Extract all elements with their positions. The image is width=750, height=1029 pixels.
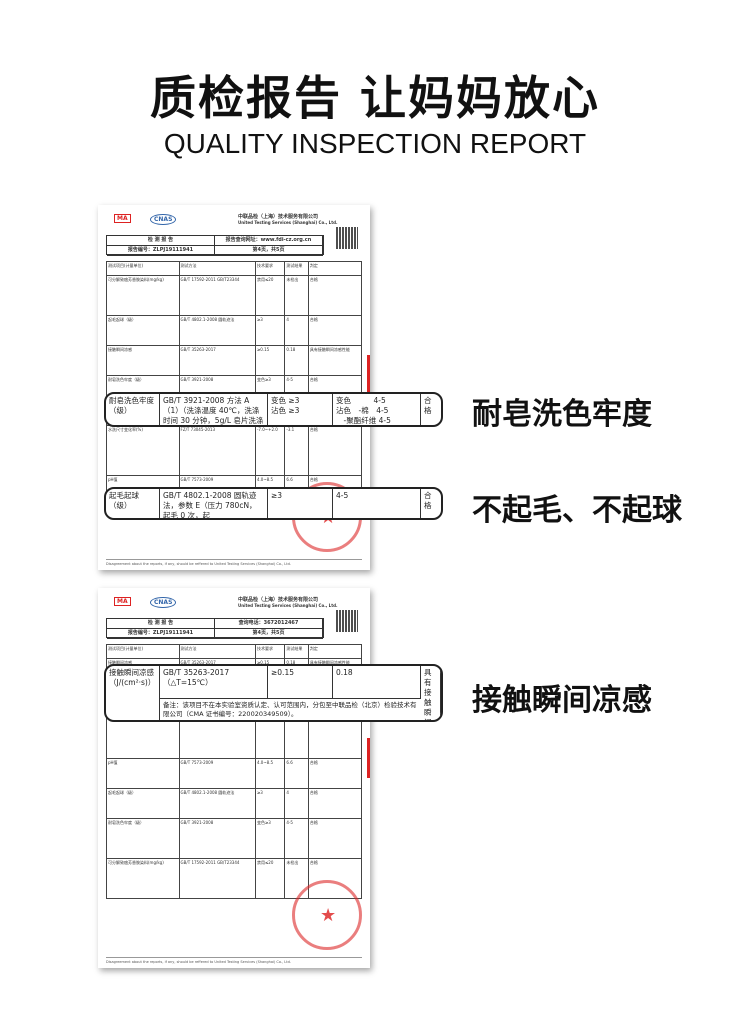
phone: 查询电话：3672012467 [215,619,323,629]
report-no: 报告编号：ZLPJ19111941 [107,246,215,256]
requirement: ≥0.15 [268,666,333,698]
table-cell: United Testing Services (Shanghai) Co., … [238,220,338,225]
table-cell: 合格 [307,425,363,476]
item: 起毛起球（级） [106,489,160,518]
table-cell: 测试结果 [284,261,309,276]
table-cell: 合格 [307,818,363,859]
ma-logo: MA [114,597,131,606]
verdict: 合格 [424,396,432,415]
report-footer: Disagreement about the reports, if any, … [106,559,362,566]
method: GB/T 4802.1-2008 圆轨迹法，参数 E（压力 780cN，起毛 0… [160,489,268,518]
table-cell: 4 [284,315,309,346]
table-cell: 合格 [307,315,363,346]
table-cell: FZ/T 73045-2013 [178,425,256,476]
table-cell: 可分解致癌芳香胺染料(mg/kg) [106,858,180,899]
table-cell: GB/T 3921-2008 [178,818,256,859]
callout-cool-touch: 接触瞬间凉感（J/(cm²·s)） GB/T 35263-2017（△T=15℃… [104,664,443,722]
result: 4-5 [333,489,421,518]
table-cell: 未检出 [284,275,309,316]
table-cell: 耐皂洗色牢度（级） [106,818,180,859]
note: 备注：该项目不在本实验室资质认定、认可范围内，分包至中联品检（北京）检验技术有限… [160,698,421,720]
label-pilling: 不起毛、不起球 [472,493,682,528]
cnas-logo: CNAS [150,597,177,608]
table-cell: GB/T 17592-2011 GB/T23344 [178,858,256,899]
table-cell: 中联品检（上海）技术服务有限公司 [238,597,319,603]
item: 耐皂洗色牢度（级） [106,394,160,425]
table-cell: 测试项目(计量单位) [106,261,180,276]
doc-title: 检 测 报 告 [107,236,215,246]
requirement: ≥3 [268,489,333,518]
table-cell: pH值 [106,758,180,789]
page-no: 第4页，共5页 [215,246,323,256]
table-cell: GB/T 4802.1-2008 圆轨迹法 [178,788,256,819]
table-cell: 测试项目(计量单位) [106,644,180,659]
table-cell: 4.0~8.5 [254,758,286,789]
verdict: 合格 [424,491,432,510]
table-cell: 技术要求 [254,261,286,276]
table-cell: United Testing Services (Shanghai) Co., … [238,603,338,608]
result: 0.18 [333,666,421,698]
table-cell: GB/T 7573-2009 [178,758,256,789]
table-cell: 技术要求 [254,644,286,659]
cnas-logo: CNAS [150,214,177,225]
table-cell: -3.1 [284,425,309,476]
table-cell: 起毛起球（级） [106,788,180,819]
table-cell: 具有接触瞬间凉感性能 [307,345,363,376]
website: 报告查询网址：www.fdi-cz.org.cn [215,236,323,246]
table-cell: 判定 [307,644,363,659]
qr-code-icon [336,227,358,249]
table-cell: 测试方法 [178,644,256,659]
verdict: 具有接触瞬间凉感性能 [421,666,441,720]
table-cell: ≥3 [254,788,286,819]
table-cell: 水洗尺寸变化率(%) [106,425,180,476]
red-seal-stamp [292,880,362,950]
table-cell: 禁用≤20 [254,858,286,899]
report-no: 报告编号：ZLPJ19111941 [107,629,215,639]
method: GB/T 3921-2008 方法 A（1）（洗涤温度 40℃，洗涤时间 30 … [160,394,268,425]
table-cell: 起毛起球（级） [106,315,180,346]
table-cell: 变色≥3 [254,818,286,859]
report-footer: Disagreement about the reports, if any, … [106,957,362,964]
qr-code-icon [336,610,358,632]
table-cell: 4 [284,788,309,819]
table-cell: 可分解致癌芳香胺染料(mg/kg) [106,275,180,316]
table-cell: 测试结果 [284,644,309,659]
page-title: 质检报告 让妈妈放心 [149,71,600,125]
table-cell: GB/T 35263-2017 [178,345,256,376]
result: 变色 4-5 沾色 -棉 4-5 -聚酯纤维 4-5 [333,394,421,425]
table-cell: 4-5 [284,818,309,859]
table-cell: -7.0~+2.0 [254,425,286,476]
red-tab [367,355,370,395]
page-no: 第4页，共5页 [215,629,323,639]
table-cell: 合格 [307,758,363,789]
table-cell: 0.18 [284,345,309,376]
table-cell: 合格 [307,275,363,316]
page-subtitle: QUALITY INSPECTION REPORT [163,128,587,159]
table-cell: GB/T 17592-2011 GB/T23344 [178,275,256,316]
requirement: 变色 ≥3 沾色 ≥3 [268,394,333,425]
table-cell: ≥0.15 [254,345,286,376]
table-cell: 6.6 [284,758,309,789]
table-cell: 中联品检（上海）技术服务有限公司 [238,214,319,220]
table-cell: 测试方法 [178,261,256,276]
table-cell: ≥3 [254,315,286,346]
table-cell: 接触瞬间凉感 [106,345,180,376]
report-table: 测试项目(计量单位)测试方法技术要求测试结果判定 可分解致癌芳香胺染料(mg/k… [106,261,363,506]
callout-pilling: 起毛起球（级） GB/T 4802.1-2008 圆轨迹法，参数 E（压力 78… [104,487,443,520]
callout-wash-fastness: 耐皂洗色牢度（级） GB/T 3921-2008 方法 A（1）（洗涤温度 40… [104,392,443,427]
ma-logo: MA [114,214,131,223]
method: GB/T 35263-2017（△T=15℃） [160,666,268,698]
item: 接触瞬间凉感（J/(cm²·s)） [106,666,160,720]
table-cell: 判定 [307,261,363,276]
label-wash-fastness: 耐皂洗色牢度 [472,397,652,432]
table-cell: 禁用≤20 [254,275,286,316]
doc-title: 检 测 报 告 [107,619,215,629]
table-cell: 合格 [307,788,363,819]
red-tab [367,738,370,778]
table-cell: GB/T 4802.1-2008 圆轨迹法 [178,315,256,346]
label-cool-touch: 接触瞬间凉感 [472,683,652,718]
